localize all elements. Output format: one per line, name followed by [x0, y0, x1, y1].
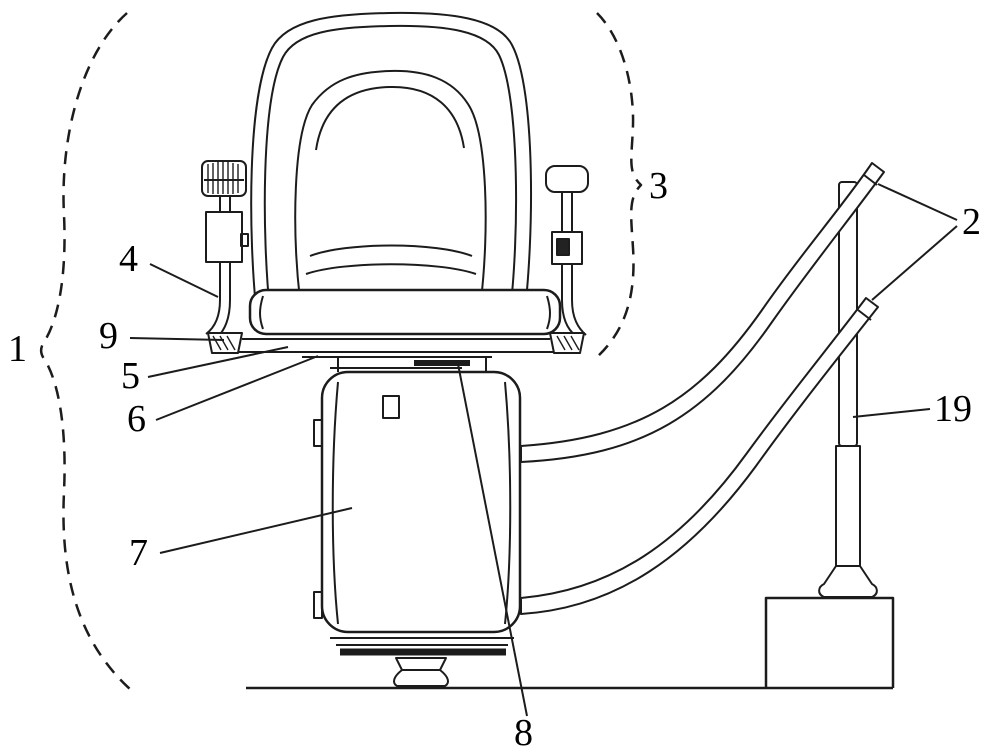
left-armrest: [201, 160, 249, 338]
ref-label-2: 2: [962, 201, 981, 243]
leader-9: [129, 337, 225, 341]
swivel-mechanism: [302, 356, 492, 372]
ref-label-19: 19: [934, 388, 972, 430]
leader-2-upper: [877, 183, 958, 221]
leader-6: [155, 355, 319, 421]
leader-5: [147, 346, 289, 378]
rail-lower-cap: [857, 309, 872, 321]
brace-backrest-3: [596, 12, 643, 358]
ref-label-5: 5: [121, 355, 140, 397]
support-post: [818, 181, 878, 598]
leader-2-lower: [871, 225, 958, 301]
leader-4: [149, 263, 219, 298]
ref-label-9: 9: [99, 315, 118, 357]
seat-cushion: [248, 288, 562, 336]
ref-label-6: 6: [127, 398, 146, 440]
ref-label-3: 3: [649, 165, 668, 207]
leader-19: [852, 408, 931, 418]
rail-upper-cap: [863, 174, 878, 186]
right-armrest: [545, 165, 589, 337]
base-unit: [313, 370, 522, 687]
ref-label-1: 1: [8, 328, 27, 370]
leader-8: [457, 363, 528, 717]
ref-label-7: 7: [129, 532, 148, 574]
ref-label-8: 8: [514, 712, 533, 754]
chair-backrest: [250, 11, 533, 319]
leader-7: [159, 507, 353, 554]
brace-assembly-1: [39, 12, 132, 691]
leader-lines: [129, 183, 958, 717]
rail-upper: [520, 162, 885, 463]
step-block: [764, 596, 895, 688]
ref-label-4: 4: [119, 238, 138, 280]
seat-bracket: [207, 332, 585, 354]
rail-lower: [520, 297, 879, 615]
guide-rails: [520, 162, 885, 615]
